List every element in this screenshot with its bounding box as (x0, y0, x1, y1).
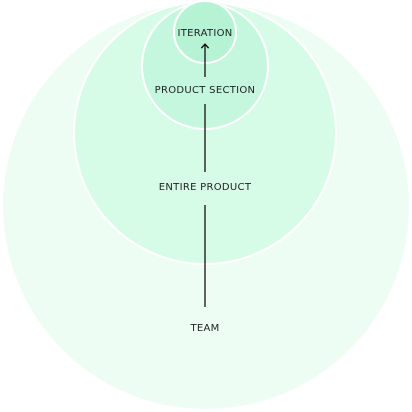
label-team: TEAM (189, 323, 219, 334)
label-iteration: ITERATION (177, 28, 232, 39)
label-entire-product: ENTIRE PRODUCT (159, 182, 252, 193)
label-product-section: PRODUCT SECTION (155, 85, 256, 96)
